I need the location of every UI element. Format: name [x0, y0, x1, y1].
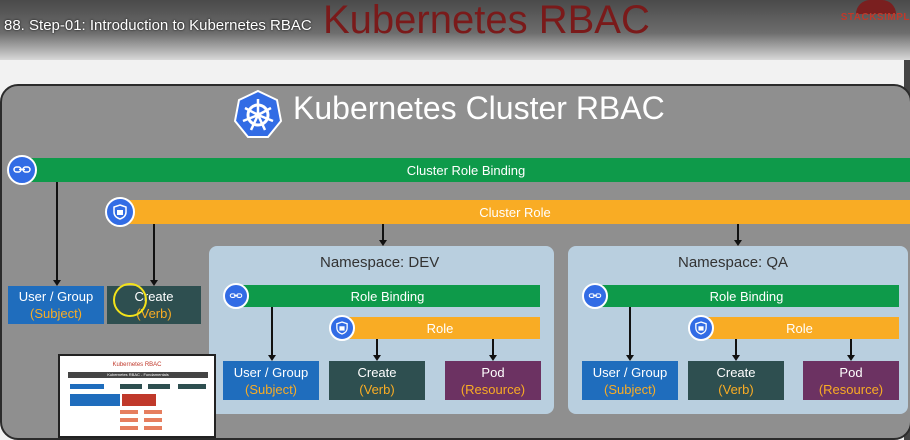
qa-verb-label: Create [716, 364, 756, 380]
connector-dev-rb-subject [271, 307, 273, 359]
connector-crb-to-subject [56, 182, 58, 284]
qa-role-binding-label: Role Binding [709, 288, 784, 304]
qa-resource-type: (Resource) [818, 381, 884, 397]
cluster-role-binding-badge-icon [7, 155, 37, 185]
cluster-role-band: Cluster Role [120, 200, 910, 224]
brand-logo-text: STACKSIMPL [840, 12, 910, 23]
thumbnail-block [120, 418, 138, 422]
cursor-highlight-icon [113, 283, 147, 317]
arrow-down-icon [626, 355, 634, 361]
dev-subject-box: User / Group (Subject) [223, 361, 319, 400]
left-subject-label: User / Group [18, 289, 94, 304]
dev-verb-label: Create [357, 364, 397, 380]
arrow-down-icon [150, 280, 158, 286]
qa-subject-label: User / Group [592, 364, 668, 380]
thumbnail-block [70, 384, 104, 389]
arrow-down-icon [489, 355, 497, 361]
dev-resource-box: Pod (Resource) [445, 361, 541, 400]
qa-subject-box: User / Group (Subject) [582, 361, 678, 400]
arrow-down-icon [268, 355, 276, 361]
arrow-down-icon [53, 280, 61, 286]
thumbnail-subtitle: Kubernetes RBAC - Fundamentals [68, 372, 208, 378]
kubernetes-logo-icon [233, 89, 283, 138]
thumbnail-block [144, 410, 162, 414]
left-subject-box: User / Group (Subject) [8, 286, 104, 324]
namespace-qa-title: Namespace: QA [678, 254, 789, 271]
dev-role-label: Role [426, 320, 454, 336]
thumbnail-block [144, 418, 162, 422]
qa-role-label: Role [786, 320, 813, 336]
qa-resource-label: Pod [839, 364, 863, 380]
thumbnail-block [144, 426, 162, 430]
thumbnail-block [70, 394, 120, 406]
video-title: 88. Step-01: Introduction to Kubernetes … [4, 17, 312, 34]
qa-role-band: Role [700, 317, 899, 339]
thumbnail-title: Kubernetes RBAC [112, 362, 162, 368]
dev-role-band: Role [340, 317, 540, 339]
connector-dev-role-verb [376, 339, 378, 359]
dev-verb-box: Create (Verb) [329, 361, 425, 400]
slide-title: Kubernetes Cluster RBAC [293, 90, 665, 126]
dev-role-binding-label: Role Binding [350, 288, 425, 304]
arrow-down-icon [847, 355, 855, 361]
background-slide-title: Kubernetes RBAC [323, 0, 650, 42]
dev-resource-type: (Resource) [460, 381, 526, 397]
dev-subject-type: (Subject) [244, 381, 298, 397]
cluster-role-label: Cluster Role [479, 204, 551, 220]
dev-verb-type: (Verb) [359, 381, 395, 397]
qa-resource-box: Pod (Resource) [803, 361, 899, 400]
dev-role-binding-band: Role Binding [235, 285, 540, 307]
arrow-down-icon [379, 240, 387, 246]
thumbnail-block [148, 384, 170, 389]
slide-preview-thumbnail[interactable]: Kubernetes RBAC Kubernetes RBAC - Fundam… [58, 354, 216, 438]
qa-verb-box: Create (Verb) [688, 361, 784, 400]
cluster-role-binding-band: Cluster Role Binding [22, 158, 910, 182]
cluster-role-badge-icon [105, 197, 135, 227]
dev-subject-label: User / Group [233, 364, 309, 380]
dev-resource-label: Pod [481, 364, 505, 380]
thumbnail-block [120, 384, 142, 389]
thumbnail-block [120, 410, 138, 414]
qa-role-badge-icon [688, 315, 714, 341]
arrow-down-icon [734, 240, 742, 246]
namespace-dev-title: Namespace: DEV [320, 254, 440, 271]
connector-dev-role-resource [492, 339, 494, 359]
cluster-role-binding-label: Cluster Role Binding [406, 162, 526, 178]
qa-verb-type: (Verb) [718, 381, 754, 397]
arrow-down-icon [373, 355, 381, 361]
connector-cr-to-dev [382, 224, 384, 244]
connector-qa-rb-subject [629, 307, 631, 359]
left-verb-type: (Verb) [136, 306, 172, 321]
dev-role-binding-badge-icon [223, 283, 249, 309]
qa-role-binding-badge-icon [582, 283, 608, 309]
thumbnail-block [120, 426, 138, 430]
qa-subject-type: (Subject) [603, 381, 657, 397]
connector-qa-role-resource [850, 339, 852, 359]
brand-logo-icon [856, 0, 896, 14]
arrow-down-icon [732, 355, 740, 361]
connector-qa-role-verb [735, 339, 737, 359]
thumbnail-block [178, 384, 206, 389]
left-subject-type: (Subject) [29, 306, 83, 321]
video-header [0, 0, 910, 60]
dev-role-badge-icon [329, 315, 355, 341]
connector-cr-to-qa [737, 224, 739, 244]
qa-role-binding-band: Role Binding [594, 285, 899, 307]
connector-cr-to-verb [153, 224, 155, 284]
thumbnail-block [122, 394, 156, 406]
